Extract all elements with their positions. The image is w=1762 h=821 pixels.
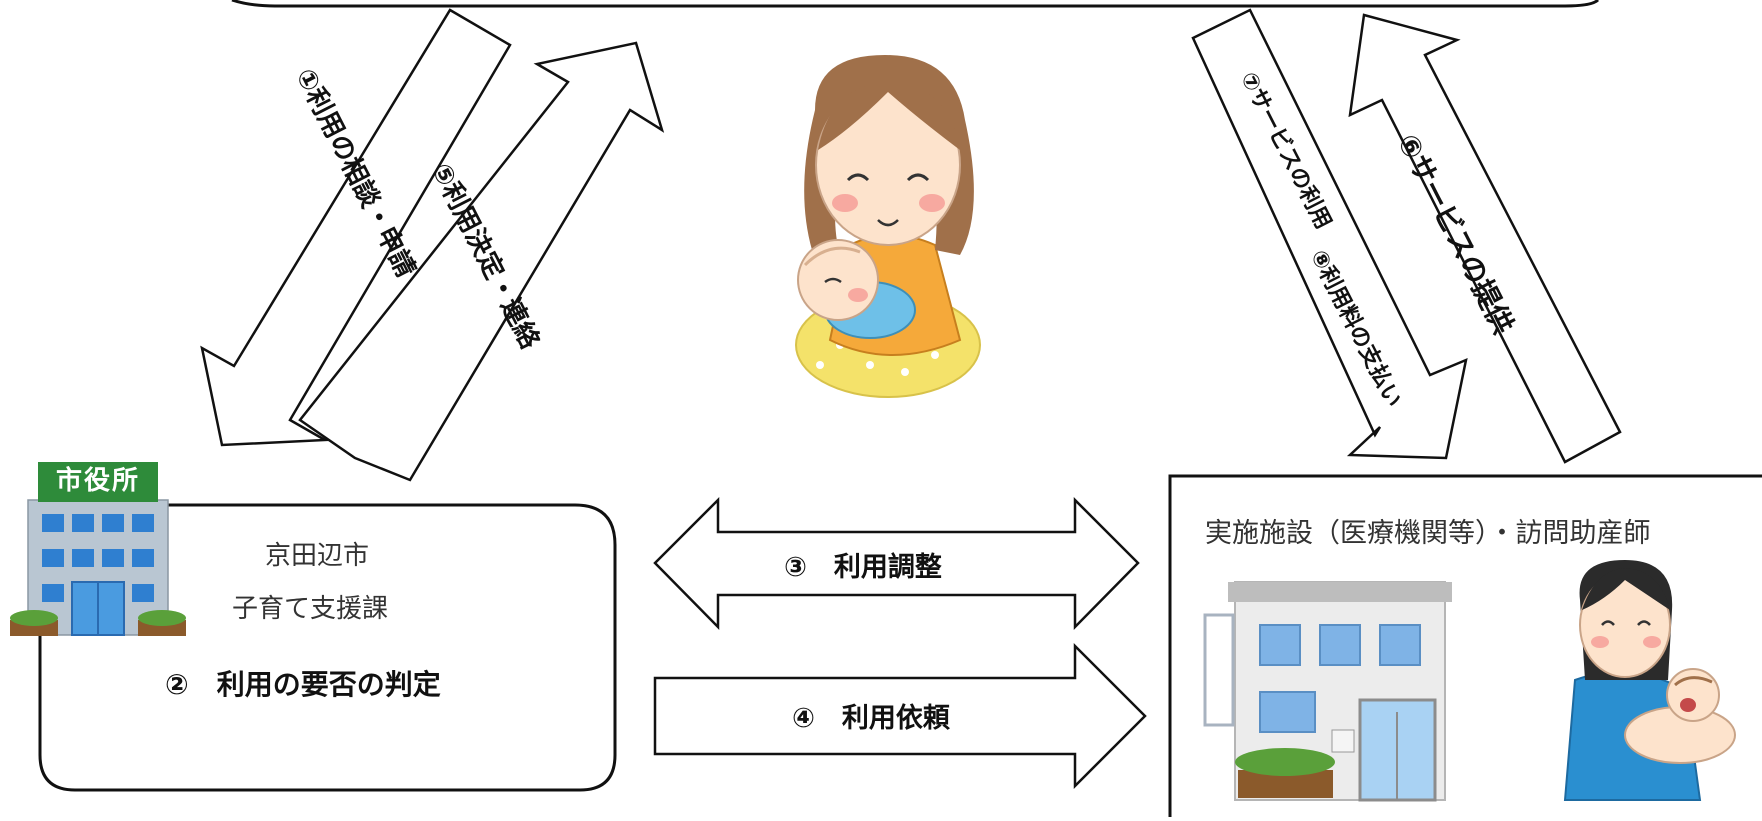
- step2-label: ② 利用の要否の判定: [165, 668, 441, 701]
- facility-title: 実施施設（医療機関等）・訪問助産師: [1205, 518, 1651, 549]
- city-name: 京田辺市: [265, 541, 370, 571]
- arrow-request: [653, 642, 1147, 790]
- hospital-building-icon: [1203, 581, 1452, 802]
- top-connector-line: [231, 0, 1600, 8]
- step3-label: ③ 利用調整: [784, 552, 942, 583]
- city-office-box: [38, 503, 617, 792]
- arrow-consultation: [200, 8, 512, 447]
- arrow-adjustment: [653, 496, 1140, 631]
- midwife-illustration: [1563, 560, 1736, 801]
- step4-label: ④ 利用依頼: [792, 703, 950, 734]
- facility-box: [1168, 474, 1762, 817]
- arrow-service: [1348, 13, 1622, 464]
- city-office-building-icon: [10, 462, 186, 636]
- arrow-use-payment: [1191, 8, 1468, 460]
- department-name: 子育て支援課: [232, 594, 389, 624]
- city-office-sign: 市役所: [55, 466, 140, 496]
- arrow-decision: [298, 41, 665, 482]
- mother-baby-illustration: [795, 55, 981, 398]
